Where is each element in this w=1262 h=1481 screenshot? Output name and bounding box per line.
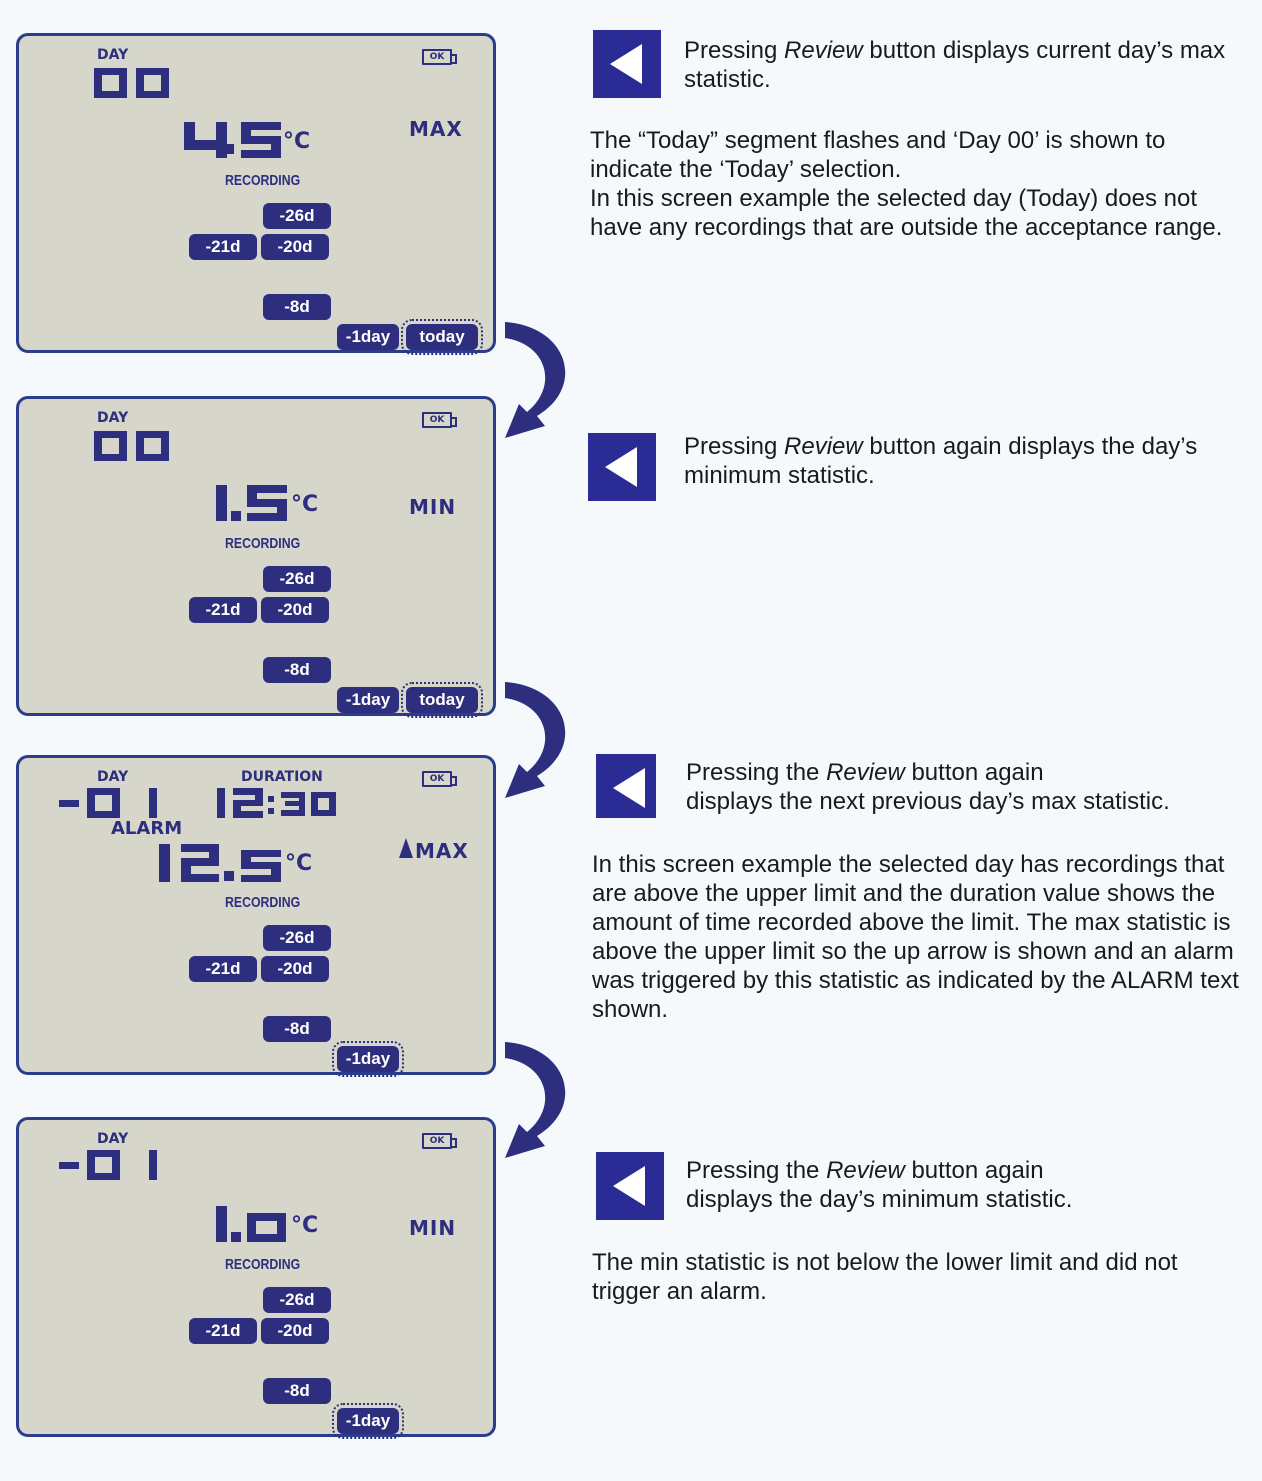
pill-8d: -8d [263,294,331,320]
pill-1day: -1day [332,1403,404,1439]
duration-label: DURATION [241,769,323,785]
day-label: DAY [97,1131,129,1147]
stat-label: MAX [415,839,469,863]
battery-ok-icon: OK [422,49,457,65]
lcd-screen-2: DAY °C MIN RECORDING OK -26d -21d -20d -… [16,396,496,718]
review-text: Review [784,37,863,64]
pill-8d: -8d [263,1016,331,1042]
description-paragraph: The “Today” segment flashes and ‘Day 00’… [590,127,1166,183]
day-label: DAY [97,47,129,63]
stat-label: MIN [409,495,457,519]
degree-c-label: °C [285,851,313,876]
battery-ok-icon: OK [422,412,457,428]
pill-20d: -20d [261,234,329,260]
lcd-screen-4: DAY °C MIN RECORDING OK -26d -21d -20d -… [16,1117,496,1439]
degree-c-label: °C [291,1213,319,1238]
battery-ok-icon: OK [422,1133,457,1149]
stat-label: MAX [409,117,463,141]
day-label: DAY [97,410,129,426]
lcd-screen-1: DAY °C MAX RECORDING OK -26d -21d -20d -… [16,33,496,355]
review-text: Review [826,1157,905,1184]
stat-label: MIN [409,1216,457,1240]
pill-today: today [401,319,483,355]
description-paragraph: In this screen example the selected day … [590,185,1223,241]
review-text: Review [784,433,863,460]
lcd-segments-4 [59,1150,286,1242]
pill-20d: -20d [261,956,329,982]
recording-label: RECORDING [225,894,301,911]
pill-1day: -1day [337,687,399,713]
review-button-icon [596,1152,664,1220]
pill-26d: -26d [263,203,331,229]
description-paragraph: In this screen example the selected day … [592,851,1239,1023]
description-3-intro: Pressing the Review button again display… [686,759,1170,815]
degree-c-label: °C [283,129,311,154]
pill-1day: -1day [332,1041,404,1077]
curved-arrow-icon [505,322,566,438]
alarm-label: ALARM [111,818,183,839]
day-label: DAY [97,769,129,785]
pill-1day: -1day [337,324,399,350]
pill-20d: -20d [261,597,329,623]
review-button-icon [593,30,661,98]
description-2-intro: Pressing Review button again displays th… [684,433,1198,489]
description-4-body: The min statistic is not below the lower… [592,1248,1252,1306]
recording-label: RECORDING [225,535,301,552]
description-1-intro: Pressing Review button displays current … [684,37,1226,93]
pill-today: today [401,682,483,718]
pill-26d: -26d [263,566,331,592]
recording-label: RECORDING [225,1256,301,1273]
curved-arrow-icon [505,1042,566,1158]
pill-8d: -8d [263,1378,331,1404]
description-1-body: The “Today” segment flashes and ‘Day 00’… [590,126,1250,242]
lcd-segments-3 [59,788,413,882]
pill-8d: -8d [263,657,331,683]
pill-21d: -21d [189,1318,257,1344]
description-3-body: In this screen example the selected day … [592,850,1252,1024]
description-4-intro: Pressing the Review button again display… [686,1157,1073,1213]
degree-c-label: °C [291,492,319,517]
lcd-segments-2 [94,431,287,521]
pill-26d: -26d [263,925,331,951]
lcd-screen-3: DAY DURATION ALARM °C MAX RECORDING OK -… [16,755,496,1077]
battery-ok-icon: OK [422,771,457,787]
lcd-segments-1 [94,68,281,158]
pill-20d: -20d [261,1318,329,1344]
pill-21d: -21d [189,956,257,982]
review-button-icon [588,433,656,501]
description-paragraph: The min statistic is not below the lower… [592,1249,1178,1305]
curved-arrow-icon [505,682,566,798]
pill-21d: -21d [189,234,257,260]
pill-21d: -21d [189,597,257,623]
recording-label: RECORDING [225,172,301,189]
review-text: Review [826,759,905,786]
review-button-icon [596,754,656,818]
pill-26d: -26d [263,1287,331,1313]
